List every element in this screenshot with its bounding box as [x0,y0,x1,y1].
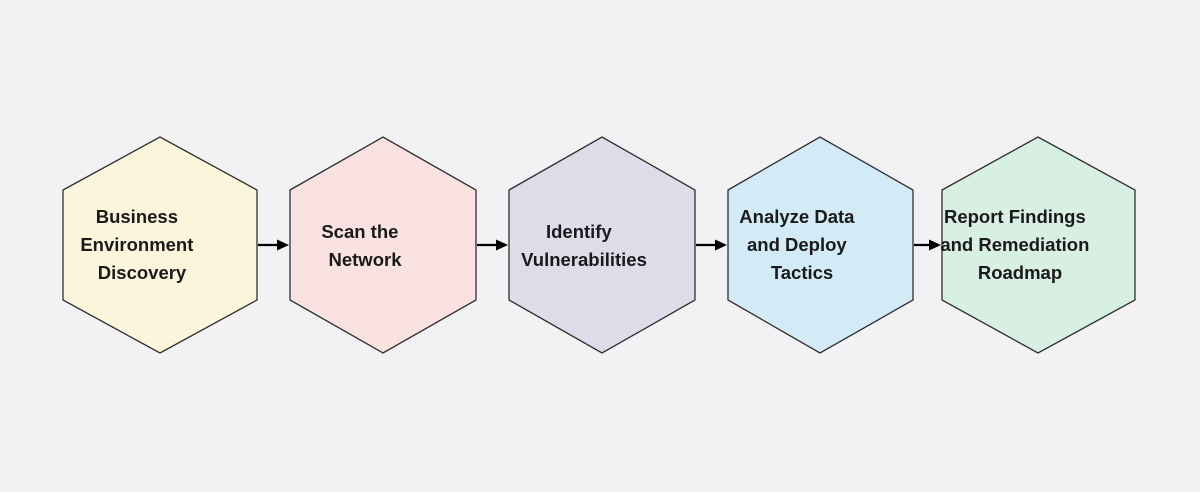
flow-node-step-3[interactable]: Identify Vulnerabilities [0,0,696,354]
flow-node-label-step-5: Report Findings and Remediation Roadmap [940,206,1089,283]
arrow-head-icon [929,239,941,251]
label-line: Discovery [98,262,187,283]
hexagon-shape-step-3[interactable] [508,136,696,354]
hexagon-shape-step-5[interactable] [941,136,1136,354]
label-line: Identify [546,221,612,242]
arrow-head-icon [715,239,727,251]
flow-node-step-5[interactable]: Report Findings and Remediation Roadmap [0,0,1136,354]
flow-node-label-step-1: Business Environment Discovery [0,0,240,283]
label-line: Business [96,206,178,227]
arrow-head-icon [496,239,508,251]
label-line: and Remediation [940,234,1089,255]
flow-node-step-2[interactable]: Scan the Network [0,0,477,354]
flow-node-step-1[interactable]: Business Environment Discovery [0,0,258,354]
flow-node-step-4[interactable]: Analyze Data and Deploy Tactics [0,0,914,354]
label-line: and Deploy [747,234,847,255]
flow-node-label-step-4: Analyze Data and Deploy Tactics [0,0,901,283]
label-line: Tactics [771,262,833,283]
flow-node-label-step-2: Scan the Network [0,0,445,270]
label-line: Roadmap [978,262,1062,283]
flow-connector-arrow-3 [696,239,727,251]
flow-node-label-step-3: Identify Vulnerabilities [0,0,683,270]
hexagon-shape-step-2[interactable] [289,136,477,354]
hexagon-shape-step-1[interactable] [62,136,258,354]
label-line: Scan the [321,221,398,242]
label-line: Analyze Data [739,206,855,227]
arrow-head-icon [277,239,289,251]
flow-connector-arrow-1 [258,239,289,251]
label-line: Report Findings [944,206,1086,227]
label-line: Environment [80,234,193,255]
flow-connector-arrow-2 [477,239,508,251]
label-line: Vulnerabilities [521,249,647,270]
label-line: Network [329,249,403,270]
hexagon-shape-step-4[interactable] [727,136,914,354]
flow-connector-arrow-4 [914,239,941,251]
